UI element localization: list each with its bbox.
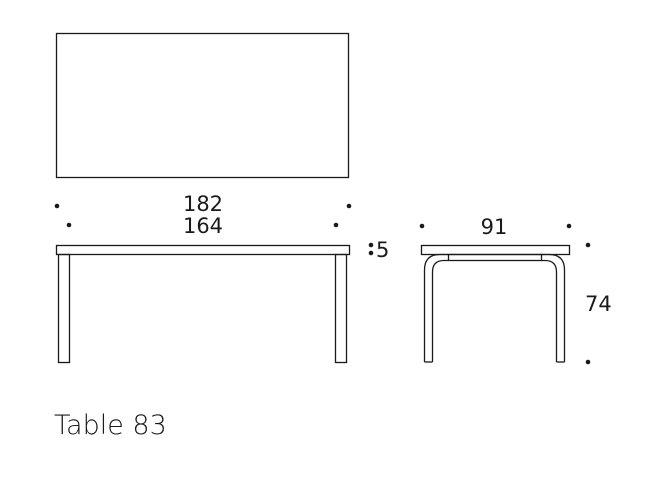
top-view — [55, 32, 350, 179]
dim-depth: 91 — [481, 215, 508, 239]
dimension-dots-front — [54, 203, 374, 256]
product-title: Table 83 — [54, 410, 167, 441]
dim-length-outer: 182 — [183, 192, 223, 216]
dim-length-inner: 164 — [183, 214, 223, 238]
front-view — [55, 244, 351, 364]
side-view — [420, 244, 571, 363]
dim-top-thickness: 5 — [376, 238, 389, 262]
dim-height: 74 — [585, 292, 612, 316]
dimension-dots-side — [419, 223, 591, 365]
